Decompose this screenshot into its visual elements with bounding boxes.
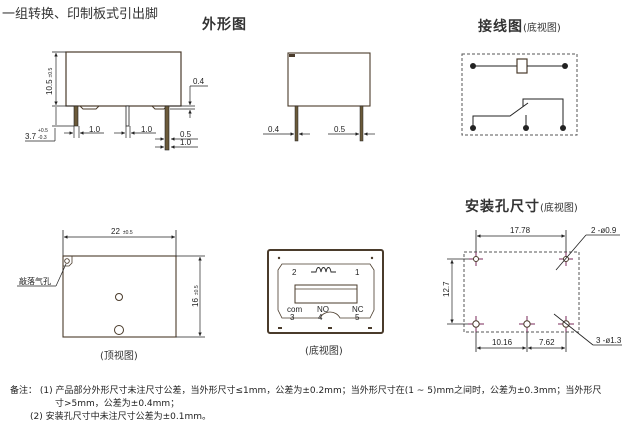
width-dim-label: 22±0.5: [111, 227, 133, 236]
note-text: 产品部分外形尺寸未注尺寸公差，当外形尺寸≤1mm，公差为±0.2mm；当外形尺寸…: [55, 386, 602, 396]
bottom-pin-frame: [277, 263, 375, 319]
wiring-diagram: [461, 53, 578, 136]
small-holes-callout: 2 -ø0.9: [591, 226, 617, 235]
wiring-section-title: 接线图(底视图): [478, 16, 561, 36]
coil-terminal: [470, 63, 476, 69]
coil-symbol: [516, 58, 528, 74]
note-2: (2) 安装孔尺寸中未注尺寸公差为±0.1mm。: [10, 411, 630, 424]
note-text: 安装孔尺寸中未注尺寸公差为±0.1mm。: [45, 412, 212, 422]
pin-number: 2: [292, 268, 297, 277]
pitch-bottom-right-label: 7.62: [539, 338, 555, 347]
pin: [125, 105, 130, 127]
side-pin-thick-1: 0.4: [268, 125, 280, 134]
pin-name: NC: [352, 305, 364, 314]
pin-name: NO: [317, 305, 329, 314]
mounting-holes-drawing: 17.78 12.7: [442, 226, 622, 352]
bottom-view: 2 1 com 3 NO 4 NC 5: [267, 249, 384, 334]
coil-terminal: [562, 63, 568, 69]
pitch-y-label: 12.7: [442, 281, 451, 297]
coil-symbol-bottom: [311, 267, 336, 273]
pin: [73, 105, 79, 127]
pin-width-dim-1: 1.0: [89, 125, 101, 134]
hole-small: [469, 252, 483, 266]
height-dim-label: 10.5±0.5: [45, 68, 54, 95]
pin-width-dim-2: 1.0: [141, 125, 153, 134]
pitch-bottom-left-label: 10.16: [492, 338, 513, 347]
wiring-subtitle: (底视图): [523, 23, 561, 34]
wiring-frame: [461, 53, 578, 136]
top-mark-hole: [115, 293, 123, 301]
depth-dim-label: 16±0.5: [191, 285, 200, 307]
pin-number: 4: [318, 313, 323, 322]
vent-hole: [64, 258, 70, 264]
pin: [294, 105, 299, 142]
pin-width-dim-3: 1.0: [180, 138, 192, 147]
footprint-frame: [463, 251, 580, 333]
mounting-title: 安装孔尺寸: [465, 199, 540, 215]
com-terminal: [470, 125, 476, 131]
side-pin-thick-2: 0.5: [334, 125, 346, 134]
standoff-dim: 0.4: [193, 77, 205, 86]
top-mark-hole: [114, 325, 124, 335]
relay-body-top: [62, 255, 177, 338]
relay-body-front: [65, 51, 182, 107]
no-terminal: [523, 125, 529, 131]
pin-number: 5: [355, 313, 360, 322]
pin-name: com: [287, 305, 302, 314]
nc-terminal: [560, 125, 566, 131]
mounting-subtitle: (底视图): [540, 203, 578, 214]
top-view: 22±0.5 敲落气孔 16±0.5: [17, 227, 205, 338]
top-view-caption: (顶视图): [100, 351, 138, 362]
side-marker: [289, 54, 295, 57]
base-notch: [79, 105, 100, 110]
pin-number: 1: [355, 268, 360, 277]
note-1: 备注： (1) 产品部分外形尺寸未注尺寸公差，当外形尺寸≤1mm，公差为±0.2…: [10, 385, 630, 398]
hole-large: [468, 316, 484, 332]
bottom-view-caption: (底视图): [305, 346, 343, 357]
switch-arm: [472, 102, 529, 128]
vent-label: 敲落气孔: [19, 276, 51, 286]
note-1-continued: 寸>5mm，公差为±0.4mm；: [55, 399, 180, 409]
pin-length-dim-label: 3.7: [25, 132, 37, 141]
outline-section-title: 外形图: [202, 17, 247, 33]
notes-block: 备注： (1) 产品部分外形尺寸未注尺寸公差，当外形尺寸≤1mm，公差为±0.2…: [10, 385, 630, 424]
relay-body-side: [287, 52, 371, 107]
side-outline-view: 0.4 0.5: [263, 52, 375, 142]
bottom-channel: [294, 284, 358, 304]
pin: [359, 105, 364, 142]
hole-large: [519, 316, 535, 332]
document-title: 一组转换、印制板式引出脚: [2, 7, 159, 22]
pin-number: 3: [290, 313, 295, 322]
nc-contact: [522, 98, 564, 128]
front-outline-view: 10.5±0.5 3.7 +0.5 -0.3 1.0 1.0 0.5 1.0 0…: [25, 51, 208, 151]
pitch-x-label: 17.78: [510, 226, 531, 235]
note-number: (2): [30, 412, 43, 422]
pin-gap-dim: 0.5: [180, 130, 192, 139]
large-holes-callout: 3 -ø1.3: [596, 336, 622, 345]
pin-length-tol-plus: +0.5: [38, 128, 48, 134]
note-number: (1): [39, 386, 53, 396]
notes-label: 备注：: [10, 386, 38, 396]
pin: [164, 105, 170, 151]
pin-length-tol-minus: -0.3: [38, 135, 47, 141]
mounting-section-title: 安装孔尺寸(底视图): [465, 196, 578, 216]
wiring-title: 接线图: [478, 19, 523, 35]
